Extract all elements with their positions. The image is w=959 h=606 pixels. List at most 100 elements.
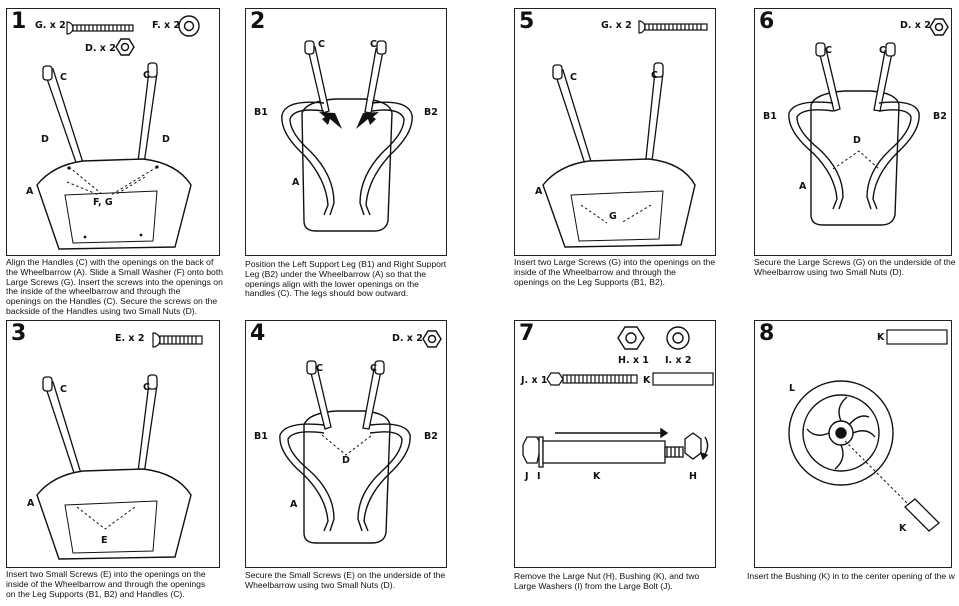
step-5-illustration <box>542 20 708 248</box>
step-number: 3 <box>11 321 27 346</box>
large-screw-icon <box>638 20 708 34</box>
step-1-caption: Align the Handles (C) with the openings … <box>6 257 223 316</box>
label-c-right: C <box>143 382 150 393</box>
label-c-right: C <box>143 70 150 81</box>
large-screw-icon <box>66 21 134 35</box>
step-number: 5 <box>519 9 535 34</box>
label-d: D <box>853 135 861 146</box>
label-c-right: C <box>370 39 377 50</box>
label-c-left: C <box>60 384 67 395</box>
label-b1: B1 <box>763 111 777 122</box>
bushing-part <box>904 498 940 532</box>
part-qty-h: H. x 1 <box>618 355 649 366</box>
small-nut-icon <box>422 330 442 348</box>
step-8-illustration <box>788 329 948 532</box>
label-d: D <box>342 455 350 466</box>
step-7-caption: Remove the Large Nut (H), Bushing (K), a… <box>514 571 700 591</box>
wheelbarrow-tray <box>810 90 900 226</box>
handles <box>815 42 896 112</box>
wheelbarrow-tray <box>36 158 192 250</box>
label-g: G <box>609 211 617 222</box>
guide-lines <box>580 204 652 224</box>
label-fg: F, G <box>93 197 113 208</box>
hole-markers <box>67 165 159 239</box>
handles <box>552 62 664 171</box>
large-washer-icon <box>666 326 690 350</box>
step-8-caption: Insert the Bushing (K) in to the center … <box>747 572 955 581</box>
step-1-illustration <box>36 15 200 250</box>
support-legs <box>788 101 920 210</box>
step-4-caption: Secure the Small Screws (E) on the under… <box>245 570 446 590</box>
label-a: A <box>799 181 807 192</box>
label-c-left: C <box>316 363 323 374</box>
part-qty-d: D. x 2 <box>85 43 116 54</box>
guide-lines <box>76 506 136 530</box>
step-6-panel: 6 D. x 2 C C B1 B2 D A <box>754 8 952 256</box>
support-leg-b1 <box>281 101 335 216</box>
removal-arrow-icon <box>555 427 709 461</box>
handles <box>306 360 385 430</box>
step-3-panel: 3 E. x 2 C C A E <box>6 320 220 568</box>
label-l: L <box>789 383 796 394</box>
wheelbarrow-tray <box>542 158 696 248</box>
wheelbarrow-tray <box>36 468 192 560</box>
label-a: A <box>26 186 34 197</box>
label-b1: B1 <box>254 107 268 118</box>
small-washer-icon <box>178 15 200 37</box>
label-c-left: C <box>570 72 577 83</box>
label-i: I <box>537 471 541 482</box>
label-e: E <box>101 535 108 546</box>
assembled-bolt <box>522 432 702 468</box>
small-nut-icon <box>929 18 949 36</box>
label-b2: B2 <box>424 107 438 118</box>
guide-lines <box>321 434 373 456</box>
part-qty-k: K <box>643 375 651 386</box>
step-5-panel: 5 G. x 2 C C A G <box>514 8 716 256</box>
large-nut-icon <box>617 326 645 350</box>
label-c-right: C <box>651 70 658 81</box>
step-4-illustration <box>279 330 442 544</box>
arrow-icon <box>319 112 379 129</box>
bushing-icon <box>652 372 714 386</box>
label-c-left: C <box>825 45 832 56</box>
label-h: H <box>689 471 697 482</box>
label-c-right: C <box>879 45 886 56</box>
part-qty-g: G. x 2 <box>35 20 66 31</box>
bushing-guide <box>844 440 912 508</box>
label-k: K <box>899 523 907 534</box>
step-8-panel: 8 K L K <box>754 320 952 568</box>
label-a: A <box>292 177 300 188</box>
small-nut-icon <box>115 38 135 56</box>
step-2-illustration <box>281 40 413 232</box>
label-a: A <box>27 498 35 509</box>
guide-lines <box>66 166 158 196</box>
step-number: 4 <box>250 321 266 346</box>
step-6-caption: Secure the Large Screws (G) on the under… <box>754 257 956 277</box>
step-number: 7 <box>519 321 535 346</box>
step-4-panel: 4 D. x 2 C C B1 B2 D A <box>245 320 447 568</box>
support-leg-b2 <box>359 101 413 216</box>
small-screw-icon <box>152 332 203 348</box>
step-number: 6 <box>759 9 775 34</box>
step-3-caption: Insert two Small Screws (E) into the ope… <box>6 569 206 599</box>
step-3-illustration <box>36 332 203 560</box>
label-k: K <box>593 471 601 482</box>
step-6-illustration <box>788 18 949 226</box>
wheelbarrow-tray <box>301 98 393 232</box>
guide-lines <box>832 150 880 170</box>
step-7-illustration <box>522 326 714 468</box>
label-j: J <box>525 471 529 482</box>
part-qty-i: I. x 2 <box>665 355 692 366</box>
part-qty-e: E. x 2 <box>115 333 145 344</box>
step-2-caption: Position the Left Support Leg (B1) and R… <box>245 259 447 299</box>
step-number: 8 <box>759 321 775 346</box>
label-c-right: C <box>370 363 377 374</box>
step-number: 2 <box>250 9 266 34</box>
part-qty-j: J. x 1 <box>521 375 548 386</box>
support-legs <box>279 423 411 532</box>
label-d-left: D <box>41 134 49 145</box>
bushing-icon <box>886 329 948 345</box>
part-qty-d: D. x 2 <box>900 20 931 31</box>
label-b1: B1 <box>254 431 268 442</box>
step-7-panel: 7 H. x 1 I. x 2 J. x 1 K J I K H <box>514 320 716 568</box>
